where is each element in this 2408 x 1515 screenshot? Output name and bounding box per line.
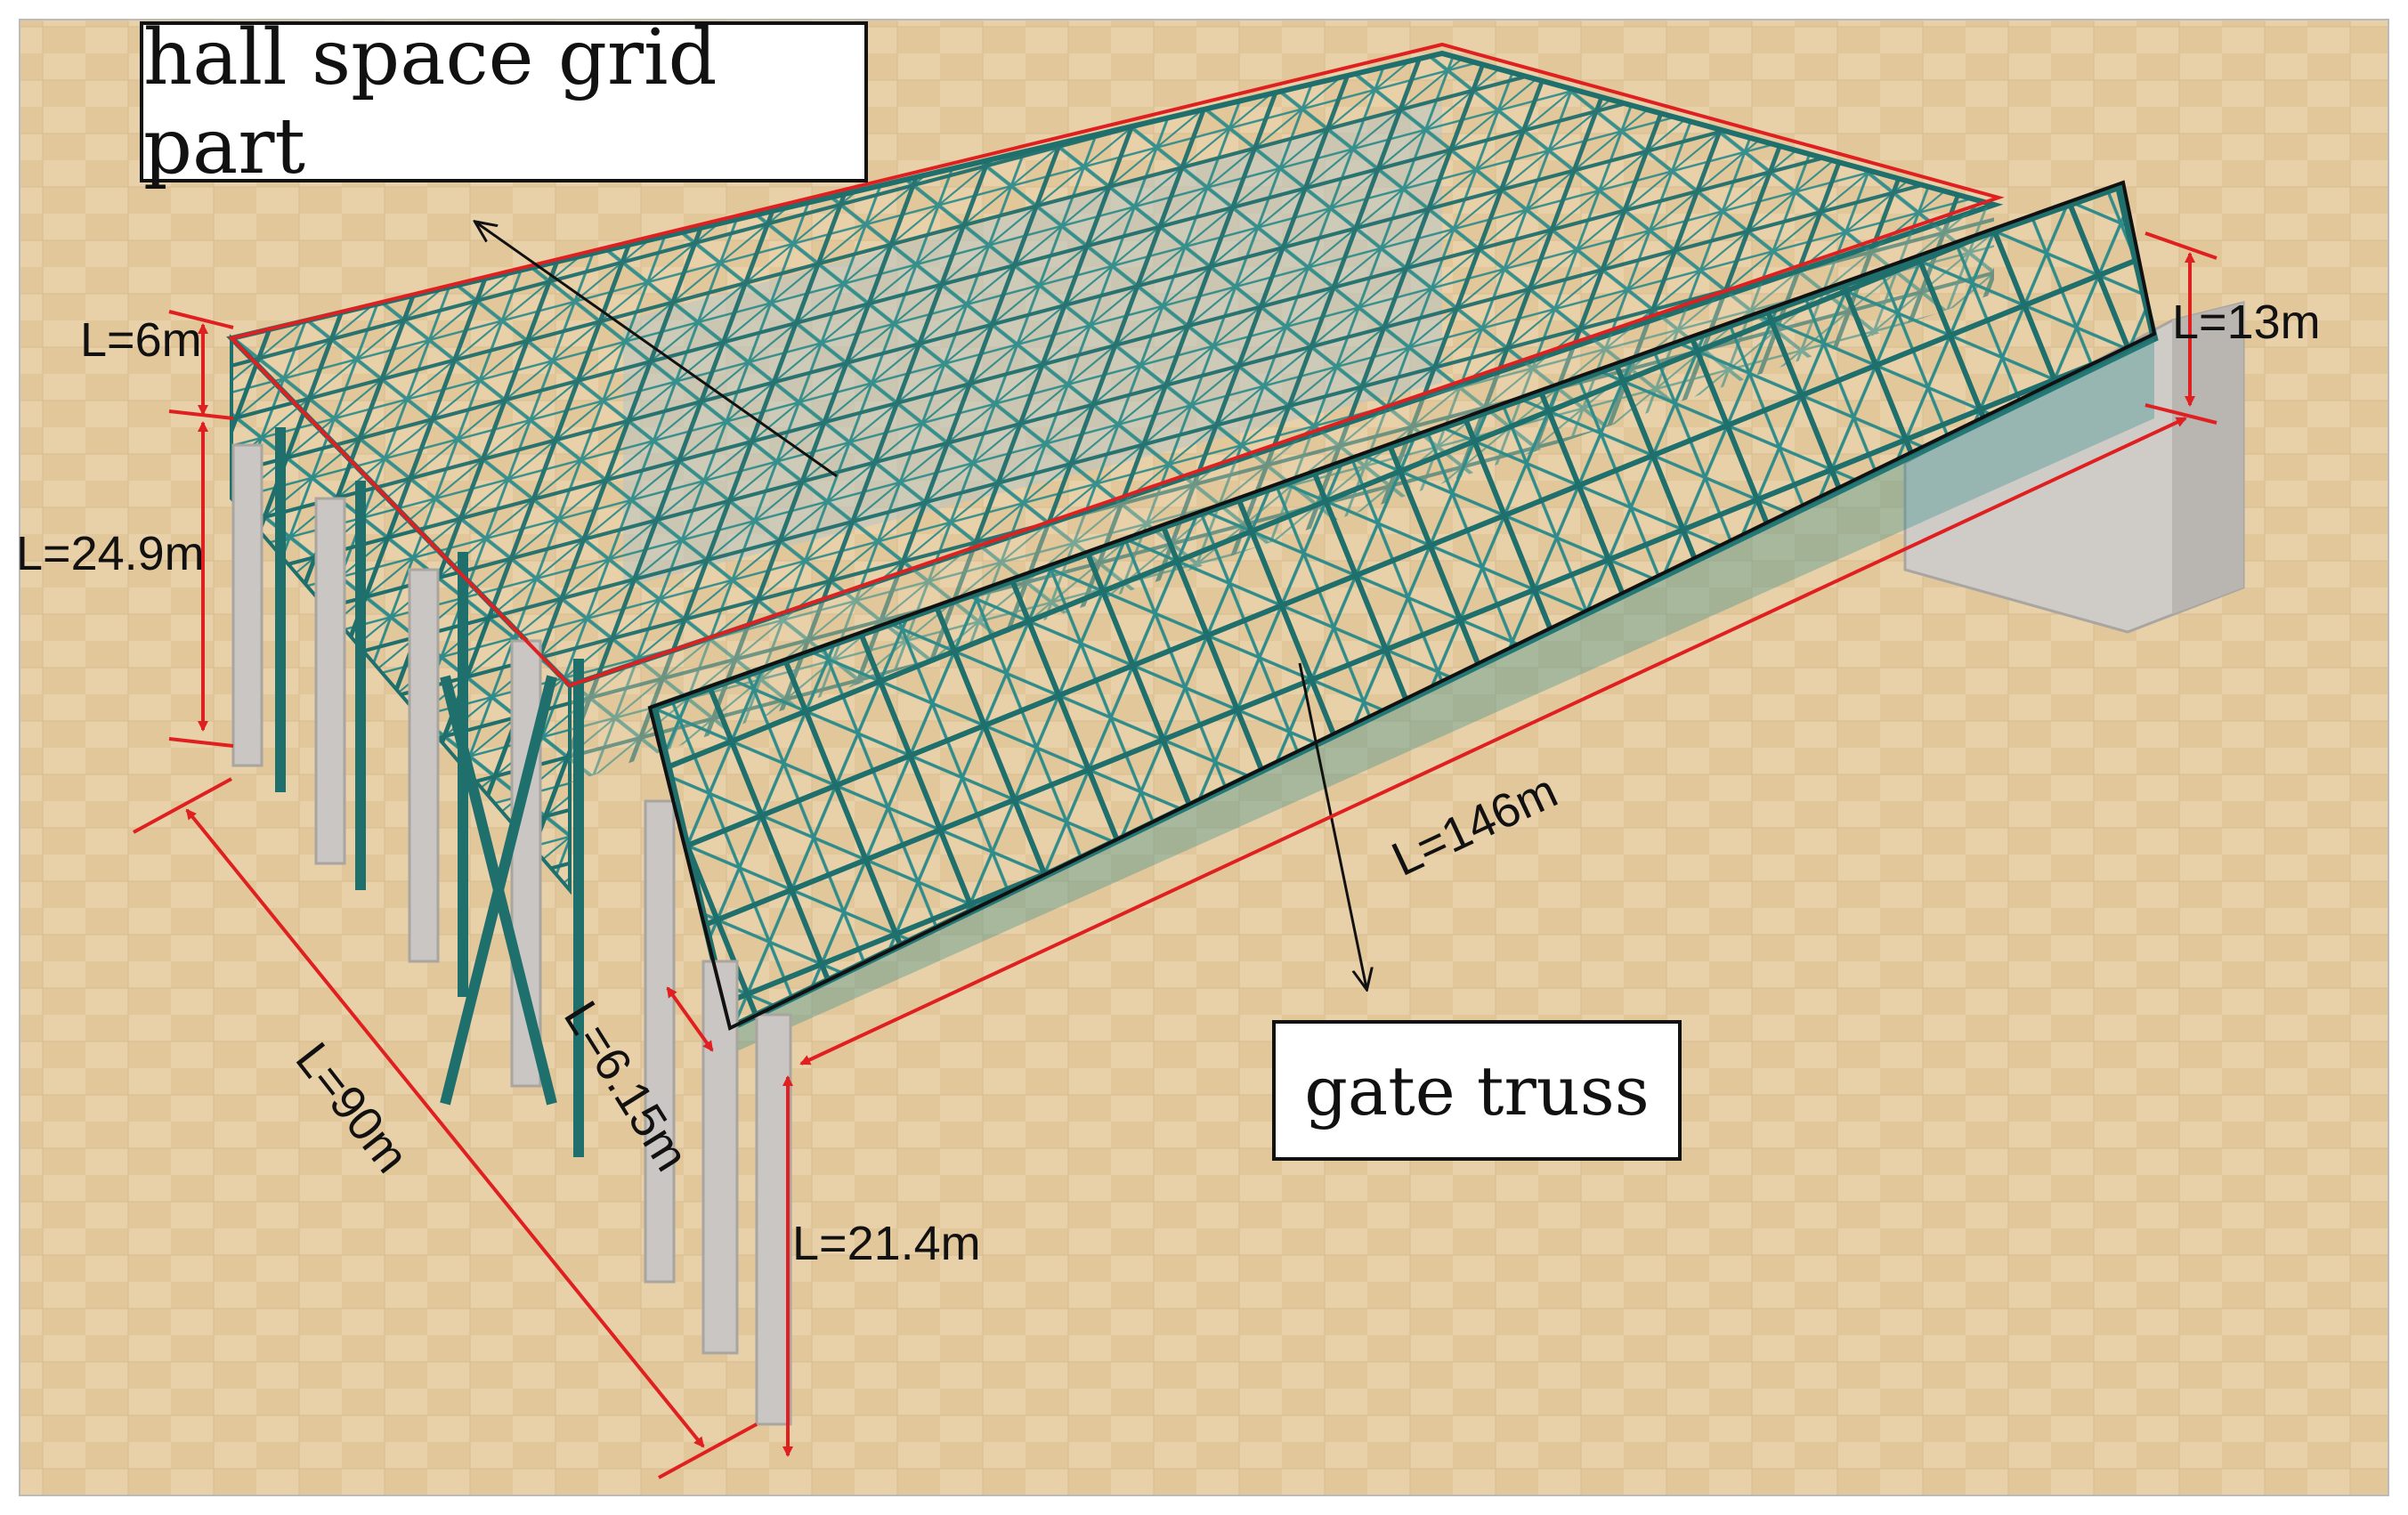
hall-leader-arrow bbox=[476, 223, 838, 478]
dim-gate-column-label: L=21.4m bbox=[792, 1217, 981, 1270]
hall-callout-text: hall space grid part bbox=[143, 12, 718, 191]
gate-callout-text: gate truss bbox=[1304, 1050, 1650, 1130]
dim-top-depth-label: L=6m bbox=[80, 313, 202, 367]
dim-hall-width-line bbox=[185, 808, 705, 1448]
dim-gate-span-line bbox=[799, 417, 2187, 1065]
hall-space-grid-callout: hall space grid part bbox=[140, 13, 868, 191]
dim-column-height-label: L=24.9m bbox=[16, 527, 205, 580]
gate-truss-callout: gate truss bbox=[1272, 1020, 1682, 1161]
dim-gate-height-label: L=13m bbox=[2172, 296, 2321, 349]
dim-gate-depth-line bbox=[666, 986, 714, 1052]
hall-outline bbox=[228, 42, 2005, 688]
end-wall-side bbox=[2172, 303, 2243, 614]
